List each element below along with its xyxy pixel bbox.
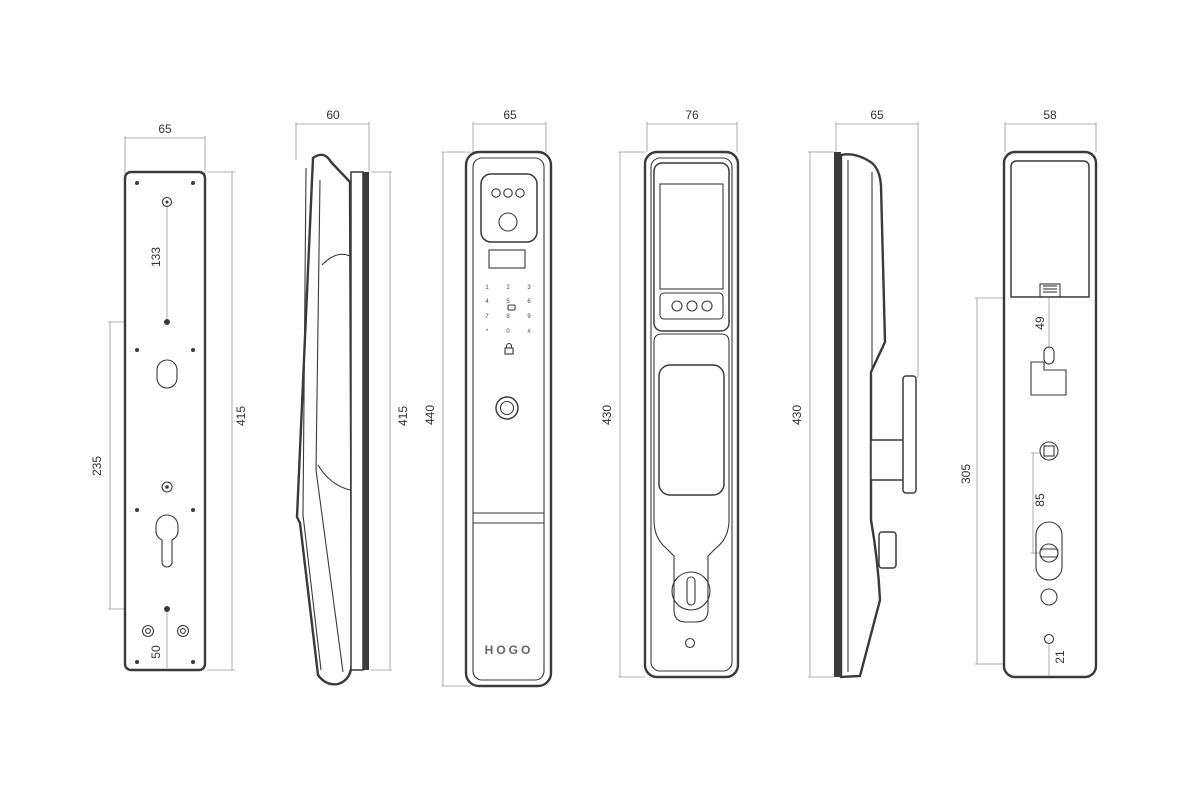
screw-icon bbox=[1043, 633, 1055, 645]
keypad-key: 4 bbox=[485, 299, 489, 305]
keypad-key: 6 bbox=[527, 299, 531, 305]
thumb-turn bbox=[878, 531, 897, 569]
sensor-icon bbox=[686, 300, 698, 312]
inner-bottom-offset-label: 21 bbox=[1053, 650, 1067, 664]
mounting-hole bbox=[1040, 588, 1058, 606]
screw-icon bbox=[176, 624, 190, 638]
lever-handle bbox=[902, 375, 917, 494]
side-view-right: 65 430 bbox=[790, 108, 919, 679]
door-edge bbox=[363, 172, 369, 670]
slot-hole bbox=[1043, 346, 1055, 365]
keypad-key: 9 bbox=[527, 314, 531, 320]
card-reader-icon bbox=[507, 304, 516, 311]
lock-profile bbox=[839, 153, 887, 679]
front-view: 65 440 1 2 3 4 5 6 7 8 9 * 0 # bbox=[423, 108, 553, 688]
back-plate-height-label: 415 bbox=[234, 406, 248, 426]
angled-width-label: 76 bbox=[685, 108, 699, 122]
screen-display bbox=[659, 183, 724, 290]
inner-height-label: 305 bbox=[959, 464, 973, 484]
key-cylinder-cover bbox=[671, 571, 711, 611]
inner-knob-icon bbox=[1039, 441, 1059, 461]
keypad-key: # bbox=[527, 329, 531, 335]
cylinder-slot bbox=[1035, 521, 1063, 581]
cable-port bbox=[1030, 361, 1067, 396]
door-edge bbox=[834, 152, 841, 677]
front-height-label: 440 bbox=[423, 405, 437, 425]
keypad-key: 8 bbox=[506, 314, 510, 320]
keypad-key: 3 bbox=[527, 285, 531, 291]
keyhole-icon bbox=[686, 576, 696, 606]
screw-icon bbox=[141, 624, 155, 638]
brand-logo: HOGO bbox=[485, 643, 534, 657]
inner-width-label: 58 bbox=[1043, 108, 1057, 122]
plate-edge bbox=[350, 171, 364, 671]
screen-module bbox=[653, 162, 730, 332]
inner-view: 58 305 49 85 21 bbox=[959, 108, 1098, 679]
front-angled-view: 76 430 bbox=[600, 108, 740, 679]
back-plate-hole-spacing-label: 133 bbox=[149, 247, 163, 267]
handle-grip bbox=[658, 364, 725, 496]
keypad-key: 2 bbox=[506, 285, 510, 291]
keypad-key: 7 bbox=[485, 314, 489, 320]
inner-hole-spacing-label: 85 bbox=[1033, 493, 1047, 507]
inner-hole-offset-label: 49 bbox=[1033, 316, 1047, 330]
mounting-hole bbox=[161, 481, 173, 493]
fingerprint-sensor bbox=[495, 396, 519, 420]
side-right-height-label: 430 bbox=[790, 405, 804, 425]
sensor-icon bbox=[491, 188, 501, 198]
screw-icon bbox=[684, 637, 696, 649]
spindle-hole bbox=[164, 319, 170, 325]
handle-outline bbox=[653, 333, 730, 623]
lever-stem bbox=[870, 439, 907, 481]
mounting-hole bbox=[161, 196, 173, 208]
back-plate-view: 65 415 235 133 50 bbox=[90, 122, 248, 672]
side-left-height-label: 415 bbox=[396, 406, 410, 426]
keypad-key: 1 bbox=[485, 285, 489, 291]
lock-icon bbox=[504, 347, 514, 355]
side-right-width-label: 65 bbox=[870, 108, 884, 122]
handle-profile bbox=[295, 153, 354, 686]
keypad-key: * bbox=[486, 329, 489, 335]
back-plate-width-label: 65 bbox=[158, 122, 172, 136]
spindle-hole bbox=[164, 606, 170, 612]
cylinder-cutout bbox=[155, 514, 179, 568]
slot-hole bbox=[156, 359, 178, 389]
back-plate-spindle-spacing-label: 235 bbox=[90, 456, 104, 476]
display-window bbox=[488, 249, 526, 269]
keypad-key: 0 bbox=[506, 329, 510, 335]
angled-height-label: 430 bbox=[600, 405, 614, 425]
keypad: 1 2 3 4 5 6 7 8 9 * 0 # bbox=[485, 285, 531, 335]
sensor-icon bbox=[515, 188, 525, 198]
side-left-width-label: 60 bbox=[326, 108, 340, 122]
sensor-icon bbox=[503, 188, 513, 198]
back-plate-outline bbox=[123, 170, 207, 672]
back-plate-bottom-label: 50 bbox=[149, 645, 163, 659]
camera-module bbox=[480, 173, 538, 243]
battery-cover bbox=[1010, 160, 1090, 298]
keypad-key: 5 bbox=[506, 299, 510, 305]
camera-lens-icon bbox=[498, 212, 518, 232]
side-view-left: 60 415 bbox=[295, 108, 410, 686]
sensor-icon bbox=[671, 300, 683, 312]
sensor-icon bbox=[701, 300, 713, 312]
front-width-label: 65 bbox=[503, 108, 517, 122]
connector-icon bbox=[1039, 283, 1061, 298]
